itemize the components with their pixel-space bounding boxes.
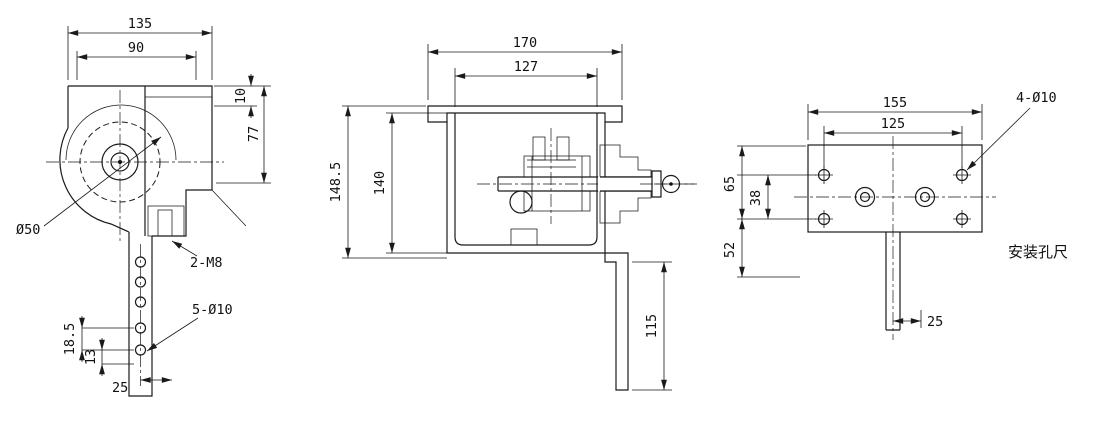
dim-140-label: 140 — [372, 171, 388, 195]
corner-holes — [815, 166, 971, 228]
dim-155-ext — [807, 104, 983, 140]
mounting-holes-label: 4-Ø10 — [1016, 90, 1057, 106]
dim-115-ext — [632, 261, 672, 391]
section-centerlines — [477, 128, 697, 224]
boss-circle-inner — [859, 191, 871, 203]
plate-dimensions: 155 125 4-Ø10 65 38 52 25 — [722, 90, 1057, 330]
front-edge-leader — [211, 189, 247, 227]
dim-65-label: 65 — [722, 176, 738, 192]
left-ext-lines — [737, 145, 816, 278]
front-thread-section — [147, 205, 185, 237]
bolt-left-section — [532, 136, 546, 161]
shaft-end-cap — [651, 170, 662, 198]
worm-circle — [509, 190, 533, 214]
front-bracket-outline — [128, 232, 153, 397]
dim-125-label: 125 — [881, 116, 905, 132]
gear-upper-section — [523, 155, 591, 178]
dim-25-right-label: 25 — [927, 314, 943, 330]
dim-10-ext — [214, 85, 271, 107]
boss-circle-outer — [914, 186, 936, 208]
dim-135-label: 135 — [128, 16, 152, 32]
front-pitch-circle — [79, 121, 161, 203]
dim-148-5-ext — [342, 105, 447, 259]
front-shaft-circle — [110, 152, 130, 172]
bolt-right-section — [556, 136, 570, 161]
cavity-outline — [454, 113, 598, 246]
dim-170-label: 170 — [513, 35, 537, 51]
dim-25-left-label: 25 — [112, 380, 128, 396]
bracket-hole — [134, 322, 147, 334]
front-bore-circle — [101, 143, 139, 181]
stem-outline — [885, 232, 901, 331]
front-thread-stud — [157, 209, 173, 237]
dim-10-label: 10 — [233, 88, 249, 104]
front-body-outline — [59, 85, 213, 237]
hole-center-marks — [815, 166, 971, 228]
shaft-end-circle — [661, 174, 681, 194]
plate-outline — [807, 144, 983, 233]
mounting-plate-view: 155 125 4-Ø10 65 38 52 25 安装孔尺 — [722, 90, 1068, 340]
dim-140-ext — [386, 112, 453, 254]
dim-13-label: 13 — [83, 349, 99, 365]
front-view: 135 90 10 77 Ø50 2-M8 5-Ø10 18.5 — [16, 16, 271, 397]
bracket-hole — [134, 344, 147, 356]
dim-90-label: 90 — [128, 40, 144, 56]
bearing-block-section — [599, 144, 652, 224]
plate-centerlines — [794, 136, 996, 340]
dim-52-label: 52 — [722, 242, 738, 258]
thread-holes-label: 2-M8 — [190, 255, 223, 271]
front-centerlines — [46, 90, 224, 386]
dim-38-label: 38 — [748, 190, 764, 206]
view-caption: 安装孔尺 — [1008, 243, 1068, 261]
mounting-holes-leader — [966, 107, 1031, 171]
dim-115-label: 115 — [644, 314, 660, 338]
front-dimensions: 135 90 10 77 Ø50 2-M8 5-Ø10 18.5 — [16, 16, 271, 396]
boss-circle-inner — [919, 191, 931, 203]
flange-outline — [427, 105, 623, 123]
shaft-bore-window — [598, 176, 654, 192]
bottom-boss-section — [510, 228, 538, 246]
dim-148-5-label: 148.5 — [328, 162, 344, 203]
thread-leader — [171, 240, 198, 257]
bracket-hole — [134, 276, 147, 288]
dim-135-ext — [67, 26, 213, 80]
front-bracket-holes — [134, 256, 147, 356]
shaft-through-lines — [600, 176, 652, 192]
cover-lines — [527, 159, 576, 168]
shaft-end-dot — [669, 182, 673, 186]
housing-bracket-outline — [446, 122, 629, 391]
section-dimensions: 170 127 148.5 140 115 — [328, 35, 672, 391]
front-boss-arc — [65, 104, 177, 161]
bore-diameter-label: Ø50 — [16, 222, 40, 238]
bracket-hole — [134, 256, 147, 268]
bracket-hole — [134, 296, 147, 308]
gear-hub-lines — [531, 156, 583, 211]
dim-77-label: 77 — [246, 126, 262, 142]
dim-18-5-label: 18.5 — [62, 323, 78, 356]
front-center-dot — [118, 160, 122, 164]
dim-18-5-ext — [82, 327, 134, 351]
dim-127-ext — [454, 68, 598, 107]
dim-170-ext — [427, 44, 623, 100]
bracket-holes-label: 5-Ø10 — [192, 302, 233, 318]
boss-circle-outer — [854, 186, 876, 208]
dim-127-label: 127 — [514, 59, 538, 75]
bracket-holes-leader — [146, 317, 199, 352]
dim-155-label: 155 — [883, 95, 907, 111]
bore-leader — [43, 136, 162, 227]
gear-lower-section — [523, 190, 591, 212]
dim-90-ext — [76, 51, 197, 80]
side-section-view: 170 127 148.5 140 115 — [328, 35, 697, 391]
